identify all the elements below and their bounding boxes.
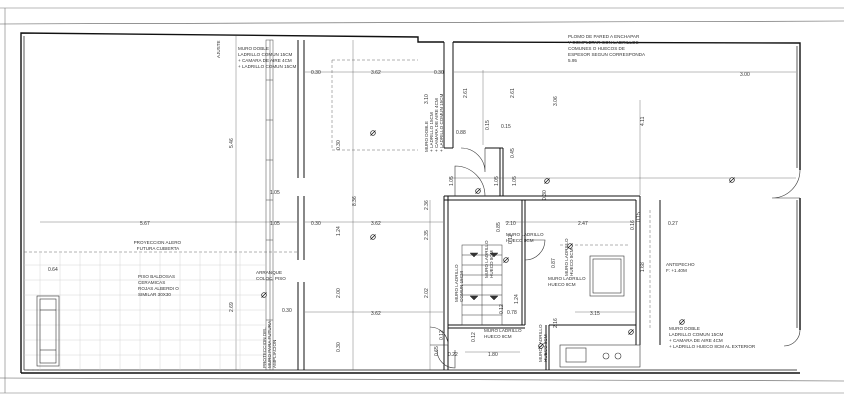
cut-line-bottom bbox=[0, 377, 844, 382]
sheet-frame bbox=[0, 7, 844, 394]
level-marker-icon bbox=[729, 177, 735, 183]
dim-label: 4.11 bbox=[640, 116, 646, 126]
level-marker-icon bbox=[538, 343, 544, 349]
dim-label: 0.87 bbox=[551, 258, 557, 268]
dim-label: 0.15 bbox=[501, 124, 511, 130]
cut-line-top bbox=[0, 20, 844, 25]
note-muro-lad-8-a: MURO LADRILLO HUECO 8CM bbox=[484, 239, 494, 278]
dim-label: 0.30 bbox=[336, 342, 342, 352]
exterior-walls bbox=[20, 32, 801, 374]
dim-label: 3.62 bbox=[371, 311, 381, 317]
dim-label: 0.45 bbox=[510, 148, 516, 158]
level-marker-icon bbox=[370, 130, 376, 136]
dim-label: 3.06 bbox=[553, 96, 559, 106]
dim-label: 0.88 bbox=[456, 130, 466, 136]
note-muro-doble-mid: MURO DOBLE + LADRILLO 15CM + CAMARA DE A… bbox=[424, 93, 444, 152]
dim-label: 0.65 bbox=[434, 346, 440, 356]
dim-label: 5.67 bbox=[140, 221, 150, 227]
stair bbox=[461, 244, 503, 326]
dim-label: 0.30 bbox=[282, 308, 292, 314]
note-proteccion: PROTECCION DEL MURO PARA FUTURA AMPLIACI… bbox=[262, 320, 277, 368]
level-markers bbox=[261, 130, 735, 349]
dim-label: 2.36 bbox=[424, 200, 430, 210]
dim-label: 2.00 bbox=[336, 288, 342, 298]
dim-label: 0.22 bbox=[448, 352, 458, 358]
dim-label: 1.05 bbox=[270, 221, 280, 227]
dim-label: 0.16 bbox=[630, 220, 636, 230]
dim-label: 2.16 bbox=[553, 318, 559, 328]
doors bbox=[429, 147, 801, 369]
dim-label: 0.12 bbox=[499, 304, 505, 314]
dim-label: 3.62 bbox=[371, 70, 381, 76]
projection-lines bbox=[24, 59, 651, 371]
dim-label: 2.69 bbox=[229, 302, 235, 312]
dim-label: 3.00 bbox=[740, 72, 750, 78]
note-muro-lad-8-top: MURO LADRILLO HUECO 8CM bbox=[506, 232, 545, 243]
note-arranque: ARRANQUE COLOC. PISO bbox=[256, 270, 286, 281]
dim-label: 0.30 bbox=[542, 190, 548, 200]
dim-label: 1.80 bbox=[488, 352, 498, 358]
dim-label: 0.78 bbox=[507, 310, 517, 316]
dim-label: 0.30 bbox=[336, 140, 342, 150]
dim-label: 0.12 bbox=[471, 332, 477, 342]
dim-label: 0.30 bbox=[434, 70, 444, 76]
level-marker-icon bbox=[503, 257, 509, 263]
level-marker-icon bbox=[567, 243, 573, 249]
dim-label: 0.27 bbox=[668, 221, 678, 227]
dim-label: 1.05 bbox=[270, 190, 280, 196]
dim-label: 3.10 bbox=[424, 94, 430, 104]
dim-label: 0.12 bbox=[439, 330, 445, 340]
note-ajuste: AJUSTE bbox=[216, 40, 221, 58]
note-muro-doble-top: MURO DOBLE LADRILLO COMUN 15CM + CAMARA … bbox=[238, 46, 297, 69]
dimension-lines bbox=[40, 36, 796, 370]
dim-label: 0.30 bbox=[311, 70, 321, 76]
dim-label: 2.61 bbox=[463, 88, 469, 98]
dim-label: 8.36 bbox=[352, 196, 358, 206]
dim-label: 0.15 bbox=[636, 212, 642, 222]
note-proyeccion: PROYECCION ALERO FUTURA CUBIERTA bbox=[134, 240, 183, 251]
dim-label: 0.64 bbox=[48, 267, 58, 273]
dim-label: 0.85 bbox=[496, 222, 502, 232]
level-marker-icon bbox=[628, 329, 634, 335]
level-marker-icon bbox=[370, 234, 376, 240]
dim-label: 1.05 bbox=[494, 176, 500, 186]
dim-label: 0.30 bbox=[311, 221, 321, 227]
kitchen-counter bbox=[559, 255, 641, 368]
dim-label: 2.10 bbox=[506, 221, 516, 227]
note-antepecho: ANTEPECHO F: +1.40M bbox=[666, 262, 696, 273]
dim-label: 1.24 bbox=[336, 226, 342, 236]
note-muro-lad-8-c: MURO LADRILLO HUECO 8CM bbox=[548, 276, 587, 287]
note-muro-lad-com-15: MURO LADRILLO COMUN 15CM bbox=[454, 263, 464, 302]
note-muro-doble-bottom: MURO DOBLE LADRILLO COMUN 15CM + CAMARA … bbox=[669, 326, 756, 349]
dim-label: 1.24 bbox=[514, 294, 520, 304]
interior-walls bbox=[297, 40, 661, 370]
note-muro-lad-8-bottom: MURO LADRILLO HUECO 8CM bbox=[484, 328, 523, 339]
tile-grid bbox=[24, 253, 266, 370]
grill-fixture bbox=[36, 295, 60, 367]
dim-label: 0.12 bbox=[508, 234, 514, 244]
note-piso: PISO BALDOSAS CERAMICAS ROJAS ALBERDI O … bbox=[138, 274, 180, 297]
dim-label: 2.47 bbox=[578, 221, 588, 227]
dimension-labels: 0.30 3.62 0.30 3.00 5.46 5.67 1.05 0.30 … bbox=[48, 70, 750, 358]
window-column-strip bbox=[265, 39, 274, 371]
annotations: MURO DOBLE LADRILLO COMUN 15CM + CAMARA … bbox=[134, 34, 756, 368]
dim-label: 3.15 bbox=[590, 311, 600, 317]
dim-label: 2.35 bbox=[424, 230, 430, 240]
dim-label: 0.15 bbox=[485, 120, 491, 130]
dim-label: 2.02 bbox=[424, 288, 430, 298]
level-marker-icon bbox=[261, 292, 267, 298]
level-marker-icon bbox=[544, 178, 550, 184]
level-marker-icon bbox=[679, 319, 685, 325]
note-muro-lad-8-b: MURO LADRILLO HUECO 8CM bbox=[564, 237, 574, 276]
level-marker-icon bbox=[475, 188, 481, 194]
dim-label: 1.05 bbox=[449, 176, 455, 186]
dim-label: 1.05 bbox=[512, 176, 518, 186]
dim-label: 3.62 bbox=[371, 221, 381, 227]
dim-label: 2.61 bbox=[510, 88, 516, 98]
dim-label: 5.46 bbox=[229, 138, 235, 148]
note-muro-lad-8-vert: MURO LADRILLO HUECO 8CM bbox=[538, 323, 548, 362]
dim-label: 1.68 bbox=[640, 262, 646, 272]
note-plomo: PLOMO DE PARED A ENCHAPAR Y COMPLETAR CO… bbox=[568, 34, 646, 63]
